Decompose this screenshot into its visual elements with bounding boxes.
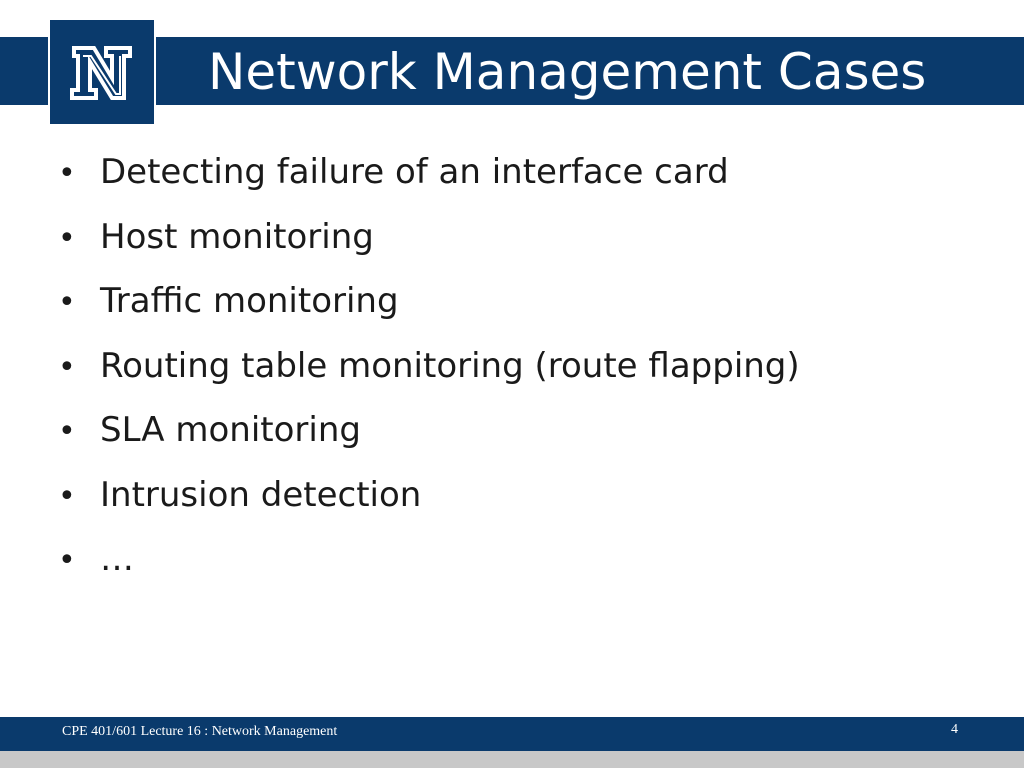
bullet-icon: •	[58, 156, 76, 191]
list-item: • Intrusion detection	[58, 475, 800, 540]
university-n-logo-icon	[50, 20, 154, 124]
bullet-text: SLA monitoring	[100, 410, 361, 450]
bullet-text: Detecting failure of an interface card	[100, 152, 729, 192]
bullet-text: Traffic monitoring	[100, 281, 399, 321]
title-band	[0, 37, 1024, 105]
list-item: • Detecting failure of an interface card	[58, 152, 800, 217]
list-item: • …	[58, 539, 800, 604]
bullet-icon: •	[58, 414, 76, 449]
bottom-strip	[0, 751, 1024, 768]
bullet-icon: •	[58, 285, 76, 320]
bullet-text: Intrusion detection	[100, 474, 422, 515]
bullet-icon: •	[58, 543, 76, 578]
bullet-icon: •	[58, 478, 76, 514]
footer-text: CPE 401/601 Lecture 16 : Network Managem…	[62, 724, 338, 739]
page-number: 4	[951, 722, 958, 737]
bullet-text: …	[100, 539, 134, 579]
bullet-text: Routing table monitoring (route flapping…	[100, 345, 800, 386]
bullet-icon: •	[58, 349, 76, 385]
list-item: • Traffic monitoring	[58, 281, 800, 346]
footer-band	[0, 717, 1024, 751]
list-item: • Host monitoring	[58, 217, 800, 282]
list-item: • Routing table monitoring (route flappi…	[58, 346, 800, 411]
slide-title: Network Management Cases	[208, 43, 927, 101]
list-item: • SLA monitoring	[58, 410, 800, 475]
bullet-text: Host monitoring	[100, 216, 374, 257]
bullet-icon: •	[58, 220, 76, 256]
bullet-list: • Detecting failure of an interface card…	[58, 152, 800, 604]
